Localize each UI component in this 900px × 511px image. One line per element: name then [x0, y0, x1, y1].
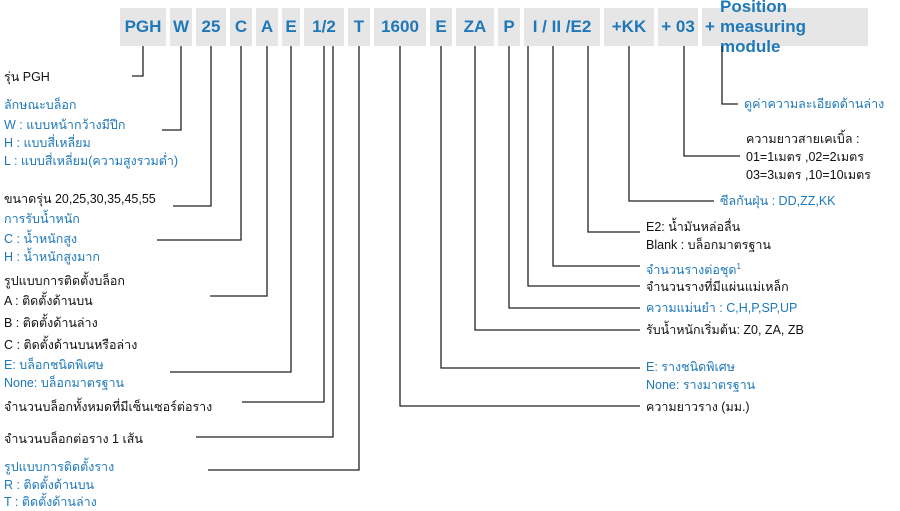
label-load-h: H : น้ำหนักสูงมาก [4, 250, 100, 264]
code-position-module: Position measuring module [718, 0, 868, 56]
code-e: E [282, 8, 300, 46]
label-block-w: W : แบบหน้ากว้างมีปีก [4, 118, 126, 132]
label-blocks-per-rail: จำนวนบล็อกต่อราง 1 เส้น [4, 432, 143, 446]
label-resolution: ดูค่าความละเอียดด้านล่าง [744, 97, 885, 111]
code-kk: +KK [604, 8, 654, 46]
label-cable-1: 01=1เมตร ,02=2เมตร [746, 150, 864, 164]
rail-count-footnote: 1 [736, 262, 741, 271]
label-block-title: ลักษณะบล็อก [4, 98, 77, 112]
label-size: ขนาดรุ่น 20,25,30,35,45,55 [4, 192, 156, 206]
label-rail-length: ความยาวราง (มม.) [646, 400, 750, 414]
code-size: 25 [196, 8, 226, 46]
label-load-c: C : น้ำหนักสูง [4, 232, 78, 246]
label-model: รุ่น PGH [4, 70, 50, 84]
label-special-e: E: บล็อกชนิดพิเศษ [4, 358, 104, 372]
code-a: A [256, 8, 278, 46]
label-rail-mount-r: R : ติดตั้งด้านบน [4, 478, 95, 492]
code-cable: + 03 [658, 8, 698, 46]
code-za: ZA [456, 8, 494, 46]
label-precision: ความแม่นยำ : C,H,P,SP,UP [646, 301, 798, 315]
label-rail-mount-title: รูปแบบการติดตั้งราง [4, 460, 115, 474]
code-t: T [348, 8, 370, 46]
label-cable-title: ความยาวสายเคเบิ้ล : [746, 132, 860, 146]
label-rail-count: จำนวนรางต่อชุด1 [646, 258, 741, 279]
label-magnet-rail: จำนวนรางที่มีแผ่นแม่เหล็ก [646, 280, 789, 294]
label-preload: รับน้ำหนักเริ่มต้น: Z0, ZA, ZB [646, 323, 804, 337]
label-e2-lube: E2: น้ำมันหล่อลื่น [646, 220, 741, 234]
code-rail: I / II /E2 [524, 8, 600, 46]
label-rail-mount-t: T : ติดตั้งด้านล่าง [4, 495, 97, 509]
label-special-rail: E: รางชนิดพิเศษ [646, 360, 735, 374]
label-none-rail: None: รางมาตรฐาน [646, 378, 756, 392]
label-dust-seal: ซีลกันฝุ่น : DD,ZZ,KK [720, 194, 836, 208]
code-p: P [498, 8, 520, 46]
label-special-none: None: บล็อกมาตรฐาน [4, 376, 125, 390]
label-mount-title: รูปแบบการติดตั้งบล็อก [4, 274, 126, 288]
label-blank-std: Blank : บล็อกมาตรฐาน [646, 238, 771, 252]
code-half: 1/2 [304, 8, 344, 46]
code-length: 1600 [374, 8, 426, 46]
label-load-title: การรับน้ำหนัก [4, 212, 80, 226]
label-mount-c: C : ติดตั้งด้านบนหรือล่าง [4, 338, 138, 352]
position-module-text: Position measuring module [720, 0, 806, 56]
code-pgh: PGH [120, 8, 166, 46]
code-c: C [230, 8, 252, 46]
label-cable-2: 03=3เมตร ,10=10เมตร [746, 168, 871, 182]
label-block-h: H : แบบสี่เหลี่ยม [4, 136, 91, 150]
code-w: W [170, 8, 192, 46]
label-block-l: L : แบบสี่เหลี่ยม(ความสูงรวมต่ำ) [4, 154, 179, 168]
label-sensor-blocks: จำนวนบล็อกทั้งหมดที่มีเซ็นเซอร์ต่อราง [4, 400, 213, 414]
rail-count-text: จำนวนรางต่อชุด [646, 263, 737, 278]
label-mount-b: B : ติดตั้งด้านล่าง [4, 316, 98, 330]
code-plus: + [702, 8, 718, 46]
code-e-rail: E [430, 8, 452, 46]
label-mount-a: A : ติดตั้งด้านบน [4, 294, 93, 308]
